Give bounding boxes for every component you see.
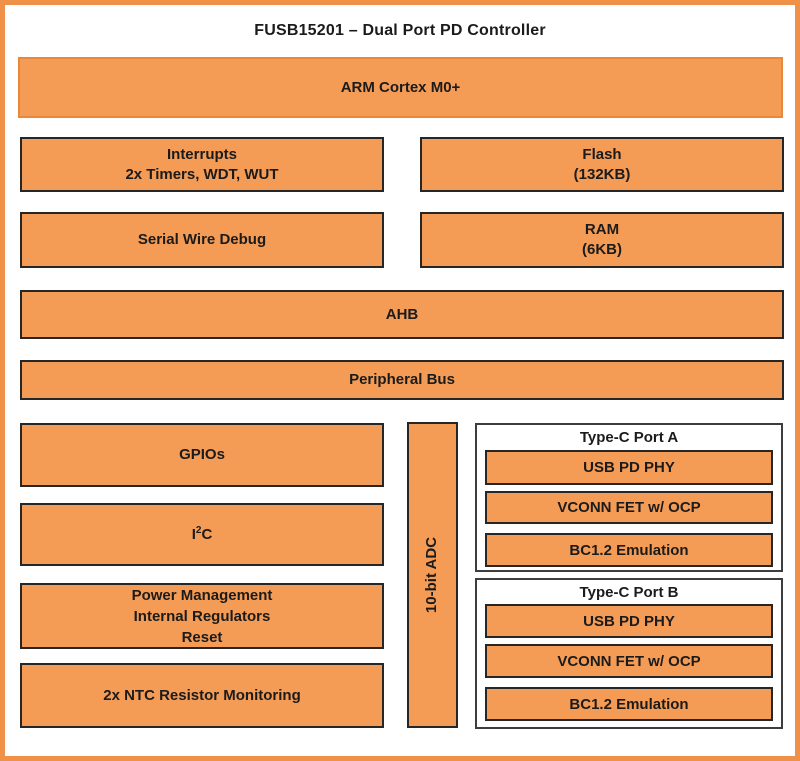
block-label: USB PD PHY (583, 459, 675, 476)
block-label: BC1.2 Emulation (569, 541, 689, 559)
block-label: Serial Wire Debug (137, 231, 267, 248)
block-arm-cortex-m0: ARM Cortex M0+ (18, 57, 783, 118)
block-label: USB PD PHY (583, 612, 675, 630)
block-label-line1: Power Management (131, 586, 273, 604)
block-label: Peripheral Bus (349, 371, 455, 388)
block-ram: RAM (6KB) (420, 212, 784, 268)
group-title: Type-C Port B (579, 584, 679, 601)
block-label: BC1.2 Emulation (569, 695, 689, 713)
block-label: I2C (191, 524, 213, 543)
block-label-line2: Internal Regulators (133, 607, 271, 625)
block-power-management: Power Management Internal Regulators Res… (20, 583, 384, 649)
block-vconn-fet-ocp: VCONN FET w/ OCP (485, 644, 773, 678)
block-usb-pd-phy: USB PD PHY (485, 604, 773, 638)
block-usb-pd-phy: USB PD PHY (485, 450, 773, 485)
block-interrupts: Interrupts 2x Timers, WDT, WUT (20, 137, 384, 192)
block-label-line1: Flash (582, 145, 622, 163)
block-label: GPIOs (179, 446, 225, 463)
block-peripheral-bus: Peripheral Bus (20, 360, 784, 400)
block-bc12-emulation: BC1.2 Emulation (485, 533, 773, 567)
block-ahb: AHB (20, 290, 784, 339)
block-label: AHB (385, 305, 419, 323)
block-label: ARM Cortex M0+ (340, 78, 461, 96)
block-label: VCONN FET w/ OCP (557, 652, 701, 670)
block-label-line1: RAM (584, 221, 620, 238)
group-type-c-port-b: Type-C Port B USB PD PHY VCONN FET w/ OC… (475, 578, 783, 729)
block-label-line3: Reset (181, 628, 223, 646)
block-i2c: I2C (20, 503, 384, 566)
block-label: 2x NTC Resistor Monitoring (103, 686, 301, 704)
block-gpios: GPIOs (20, 423, 384, 487)
block-10bit-adc: 10-bit ADC (407, 422, 458, 728)
block-bc12-emulation: BC1.2 Emulation (485, 687, 773, 721)
block-label: VCONN FET w/ OCP (557, 499, 701, 516)
block-ntc-resistor-monitoring: 2x NTC Resistor Monitoring (20, 663, 384, 728)
block-label-line1: Interrupts (166, 145, 237, 163)
block-label-vertical: 10-bit ADC (423, 536, 441, 614)
block-label-line2: 2x Timers, WDT, WUT (125, 165, 279, 183)
group-title: Type-C Port A (579, 429, 679, 446)
group-type-c-port-a: Type-C Port A USB PD PHY VCONN FET w/ OC… (475, 423, 783, 572)
block-vconn-fet-ocp: VCONN FET w/ OCP (485, 491, 773, 524)
block-label-line2: (6KB) (582, 241, 622, 258)
block-serial-wire-debug: Serial Wire Debug (20, 212, 384, 268)
block-label-line2: (132KB) (573, 165, 631, 183)
block-flash: Flash (132KB) (420, 137, 784, 192)
diagram-title: FUSB15201 – Dual Port PD Controller (254, 22, 546, 39)
